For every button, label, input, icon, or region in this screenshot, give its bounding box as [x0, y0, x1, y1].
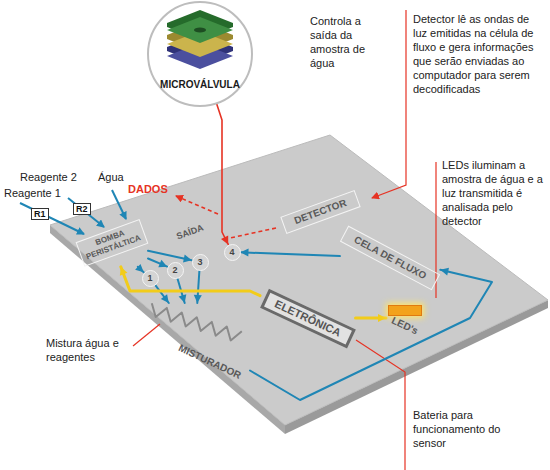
- connector-line: [217, 104, 228, 244]
- valve-plate: [167, 17, 233, 43]
- label-holder: Mistura água e reagentes: [46, 336, 130, 364]
- flow-connector: [148, 259, 167, 268]
- arrow-head: [194, 295, 202, 303]
- flow-connector: [194, 271, 202, 304]
- callout-text: Bateria para funcionamento do sensor: [413, 408, 523, 450]
- zigzag-line: [152, 303, 242, 340]
- reagent-tube: [68, 198, 104, 227]
- label-holder: Controla a saída da amostra de água: [310, 14, 388, 70]
- connector-line: [155, 285, 169, 303]
- node-text: ELETRÔNICA: [273, 297, 343, 339]
- node-text: 3: [197, 257, 202, 267]
- label-holder: LEDs iluminam a amostra de água e a luz …: [442, 158, 546, 228]
- label-holder: R1: [31, 208, 49, 220]
- arrow-head: [179, 294, 187, 303]
- label-holder: DADOS: [128, 182, 168, 196]
- label-holder: Bateria para funcionamento do sensor: [413, 408, 523, 450]
- callout-text: LEDs iluminam a amostra de água e a luz …: [442, 158, 546, 228]
- node-text: 2: [172, 265, 177, 275]
- flow-connector: [356, 314, 387, 322]
- outlet-label: SAÍDA: [174, 221, 205, 244]
- arrow-head: [120, 267, 128, 276]
- led-bar: [388, 305, 422, 316]
- port-circle: 2: [167, 262, 184, 279]
- callout-text: Controla a saída da amostra de água: [310, 14, 388, 70]
- connector-line: [241, 252, 340, 256]
- port-circle: 1: [142, 270, 159, 287]
- flow-connector: [250, 268, 492, 400]
- data-label: DADOS: [128, 182, 168, 196]
- arrow-head: [161, 294, 169, 303]
- callout-text: Detector lê as ondas de luz emitidas na …: [413, 12, 545, 96]
- input-label: Água: [98, 170, 124, 184]
- pump-box: BOMBA PERISTÁLTICA: [76, 219, 148, 267]
- flow-connector: [155, 285, 169, 303]
- data-line: [230, 228, 276, 238]
- leader-line: [133, 324, 160, 346]
- arrow-head: [241, 249, 249, 257]
- arrow-head: [135, 264, 144, 272]
- callout-text: Mistura água e reagentes: [46, 336, 130, 364]
- node-text: 1: [147, 273, 152, 283]
- label-holder: SAÍDA: [174, 221, 205, 244]
- node-text: CELA DE FLUXO: [352, 234, 428, 282]
- led-block: LED's: [386, 303, 424, 333]
- label-holder: Reagente 1: [4, 186, 61, 200]
- arrow-head: [440, 268, 449, 276]
- arrow-head: [158, 260, 167, 267]
- leader-line: [435, 162, 436, 298]
- arrow-head: [221, 236, 228, 245]
- electronics-box: ELETRÔNICA: [260, 288, 355, 347]
- flow-connector: [120, 267, 260, 296]
- board-plate: [50, 135, 548, 425]
- label-holder: Reagente 2: [20, 170, 77, 184]
- mixer-region: MISTURADOR: [140, 303, 250, 373]
- input-label: Reagente 2: [20, 170, 77, 184]
- arrow-head: [378, 314, 386, 322]
- node-text: 4: [229, 247, 234, 257]
- data-arrow: [176, 196, 218, 214]
- leader-line: [356, 340, 405, 470]
- label-holder: R2: [73, 203, 91, 215]
- connector-line: [121, 267, 260, 296]
- flow-connector: [148, 251, 192, 263]
- connector-line: [250, 270, 492, 400]
- connector-line: [148, 259, 167, 267]
- mixer-zigzag: [152, 303, 242, 340]
- tube-tag: R1: [31, 208, 49, 220]
- node-text: LED's: [390, 315, 420, 337]
- input-label: Reagente 1: [4, 186, 61, 200]
- flow-connector: [135, 264, 144, 272]
- node-text: MICROVÁLVULA: [160, 79, 240, 90]
- flow-cell-box: CELA DE FLUXO: [340, 226, 440, 291]
- label-holder: Água: [98, 170, 124, 184]
- microvalve-circle: MICROVÁLVULA: [147, 1, 253, 107]
- port-circle: 3: [192, 254, 209, 271]
- node-text: MISTURADOR: [177, 342, 243, 381]
- detector-box: DETECTOR: [280, 190, 360, 234]
- leader-line: [372, 10, 406, 198]
- flow-connector: [241, 249, 340, 257]
- valve-hole: [194, 27, 206, 32]
- port-circle: 4: [224, 244, 241, 261]
- node-text: BOMBA PERISTÁLTICA: [81, 224, 142, 263]
- water-tube: [112, 190, 126, 219]
- node-text: DETECTOR: [292, 197, 348, 227]
- tube-tag: R2: [73, 203, 91, 215]
- flow-connector: [217, 104, 228, 244]
- label-holder: Detector lê as ondas de luz emitidas na …: [413, 12, 545, 96]
- arrow-head: [183, 255, 192, 263]
